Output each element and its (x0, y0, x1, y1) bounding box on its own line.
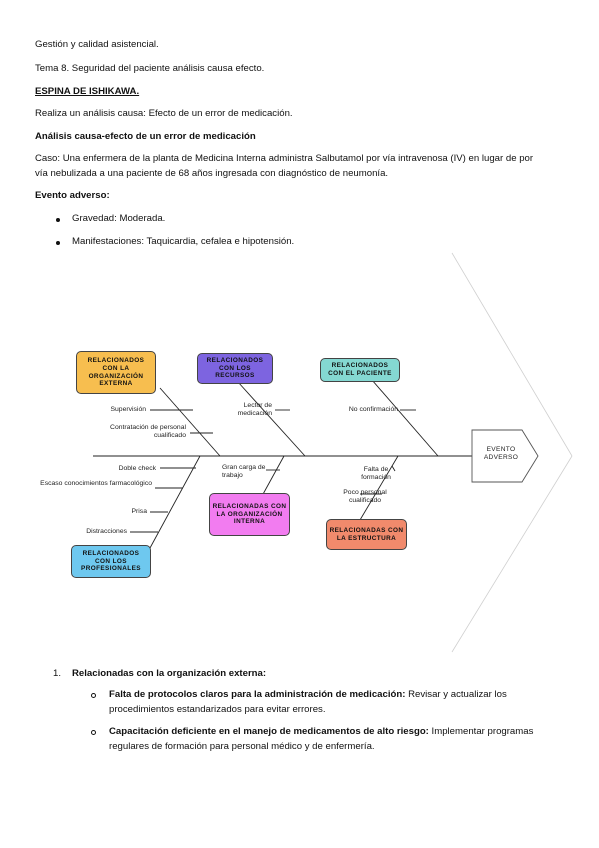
sub-item-1-bold: Falta de protocolos claros para la admin… (109, 689, 406, 700)
subtitle: Análisis causa-efecto de un error de med… (35, 131, 256, 142)
intro-text: Realiza un análisis causa: Efecto de un … (35, 108, 293, 119)
head-shape (471, 429, 539, 483)
bone-estructura (359, 455, 399, 521)
category-externa-box: RELACIONADOS CON LA ORGANIZACIÓN EXTERNA (76, 351, 156, 394)
cause-lector: Lector de medicación (237, 402, 272, 417)
bullet-icon (56, 218, 60, 222)
category-recursos-box: RELACIONADOS CON LOS RECURSOS (197, 353, 273, 384)
bone-recursos (237, 381, 306, 457)
category-paciente-box: RELACIONADOS CON EL PACIENTE (320, 358, 400, 382)
cause-no-confirmacion: No confirmación (348, 406, 398, 413)
list-number-1: 1. (53, 668, 62, 679)
cause-distracciones: Distracciones (86, 528, 127, 535)
sub-item-2-bold: Capacitación deficiente en el manejo de … (109, 726, 429, 737)
bone-paciente (371, 379, 439, 457)
bone-interna (261, 455, 285, 497)
bullet-icon (56, 241, 60, 245)
adverse-item-2: Manifestaciones: Taquicardia, cefalea e … (72, 236, 295, 247)
sub-item-1-rest: Revisar y actualizar los (405, 689, 507, 700)
header-line-1: Gestión y calidad asistencial. (35, 39, 159, 50)
bone-externa (159, 387, 221, 457)
cause-prisa: Prisa (131, 508, 148, 515)
case-line-2: vía nebulizada a una paciente de 68 años… (35, 168, 389, 179)
category-interna-box: RELACIONADAS CON LA ORGANIZACIÓN INTERNA (209, 493, 290, 536)
category-estructura-box: RELACIONADAS CON LA ESTRUCTURA (326, 519, 407, 550)
section-title: ESPINA DE ISHIKAWA. (35, 86, 140, 97)
cause-falta-formacion: Falta de formación (361, 466, 391, 481)
list-item-1: Relacionadas con la organización externa… (72, 668, 267, 679)
cause-doble-check: Doble check (118, 465, 156, 472)
sub-item-2-line-2: regulares de formación para personal méd… (109, 741, 375, 752)
sub-bullet-icon (91, 693, 96, 698)
bone-profesionales (149, 455, 201, 549)
cause-gran-carga: Gran carga de trabajo (222, 464, 266, 479)
sub-item-2-rest: Implementar programas (428, 726, 534, 737)
head-label: EVENTO ADVERSO (483, 446, 519, 461)
cause-contratacion: Contratación de personal cualificado (110, 424, 186, 439)
adverse-item-1: Gravedad: Moderada. (72, 213, 166, 224)
sub-item-1-line-2: procedimientos estandarizados para evita… (109, 704, 326, 715)
category-profesionales-box: RELACIONADOS CON LOS PROFESIONALES (71, 545, 151, 578)
case-line-1: Caso: Una enfermera de la planta de Medi… (35, 153, 534, 164)
cause-escaso: Escaso conocimientos farmacológico (40, 480, 152, 487)
cause-supervision: Supervisión (110, 406, 146, 413)
sub-bullet-icon (91, 730, 96, 735)
cause-poco-personal: Poco personal cualificado (343, 489, 387, 504)
header-line-2: Tema 8. Seguridad del paciente análisis … (35, 63, 265, 74)
sub-item-1-line-1: Falta de protocolos claros para la admin… (109, 688, 507, 701)
adverse-event-title: Evento adverso: (35, 190, 110, 201)
sub-item-2-line-1: Capacitación deficiente en el manejo de … (109, 725, 533, 738)
